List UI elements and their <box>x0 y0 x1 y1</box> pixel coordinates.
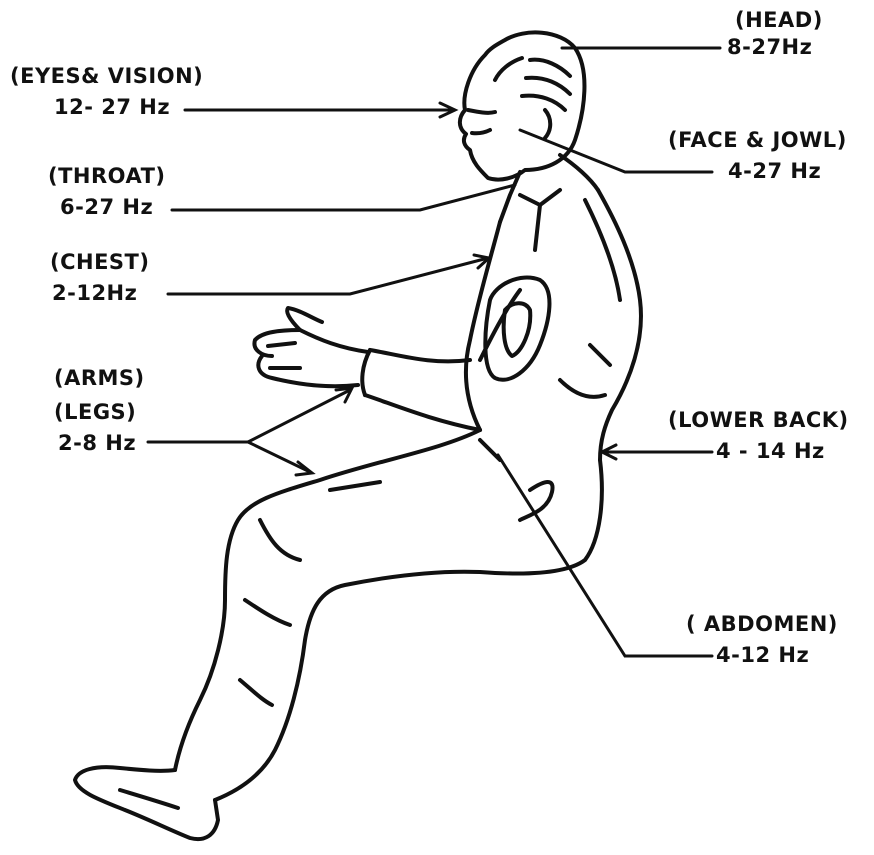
label-legs: (LEGS) 2-8 Hz <box>54 402 136 454</box>
arrow-legs <box>296 462 312 475</box>
arms-name: (ARMS) <box>54 366 145 390</box>
abdomen-range: 4-12 Hz <box>716 645 838 666</box>
label-face: (FACE & JOWL) 4-27 Hz <box>668 130 847 182</box>
abdomen-name: ( ABDOMEN) <box>686 612 838 636</box>
face-name: (FACE & JOWL) <box>668 128 847 152</box>
head-name: (HEAD) <box>735 8 823 32</box>
label-throat: (THROAT) 6-27 Hz <box>48 166 166 218</box>
chest-range: 2-12Hz <box>52 283 149 304</box>
leader-arms-legs <box>148 390 350 442</box>
legs-range: 2-8 Hz <box>58 433 136 454</box>
eyes-name: (EYES& VISION) <box>10 64 203 88</box>
label-abdomen: ( ABDOMEN) 4-12 Hz <box>686 614 838 666</box>
lower-back-name: (LOWER BACK) <box>668 408 849 432</box>
chest-name: (CHEST) <box>50 250 149 274</box>
leader-throat <box>172 185 515 210</box>
label-chest: (CHEST) 2-12Hz <box>50 252 149 304</box>
label-lower-back: (LOWER BACK) 4 - 14 Hz <box>668 410 849 462</box>
lower-back-range: 4 - 14 Hz <box>716 441 849 462</box>
throat-name: (THROAT) <box>48 164 166 188</box>
throat-range: 6-27 Hz <box>60 197 166 218</box>
legs-name: (LEGS) <box>54 400 136 424</box>
label-arms: (ARMS) <box>54 368 145 389</box>
head-range: 8-27Hz <box>727 37 823 58</box>
leader-chest <box>168 258 488 294</box>
leader-legs <box>248 442 310 472</box>
label-head: (HEAD) 8-27Hz <box>735 10 823 58</box>
face-range: 4-27 Hz <box>728 161 847 182</box>
label-eyes: (EYES& VISION) 12- 27 Hz <box>10 66 203 118</box>
eyes-range: 12- 27 Hz <box>54 97 203 118</box>
leader-abdomen <box>498 455 712 656</box>
